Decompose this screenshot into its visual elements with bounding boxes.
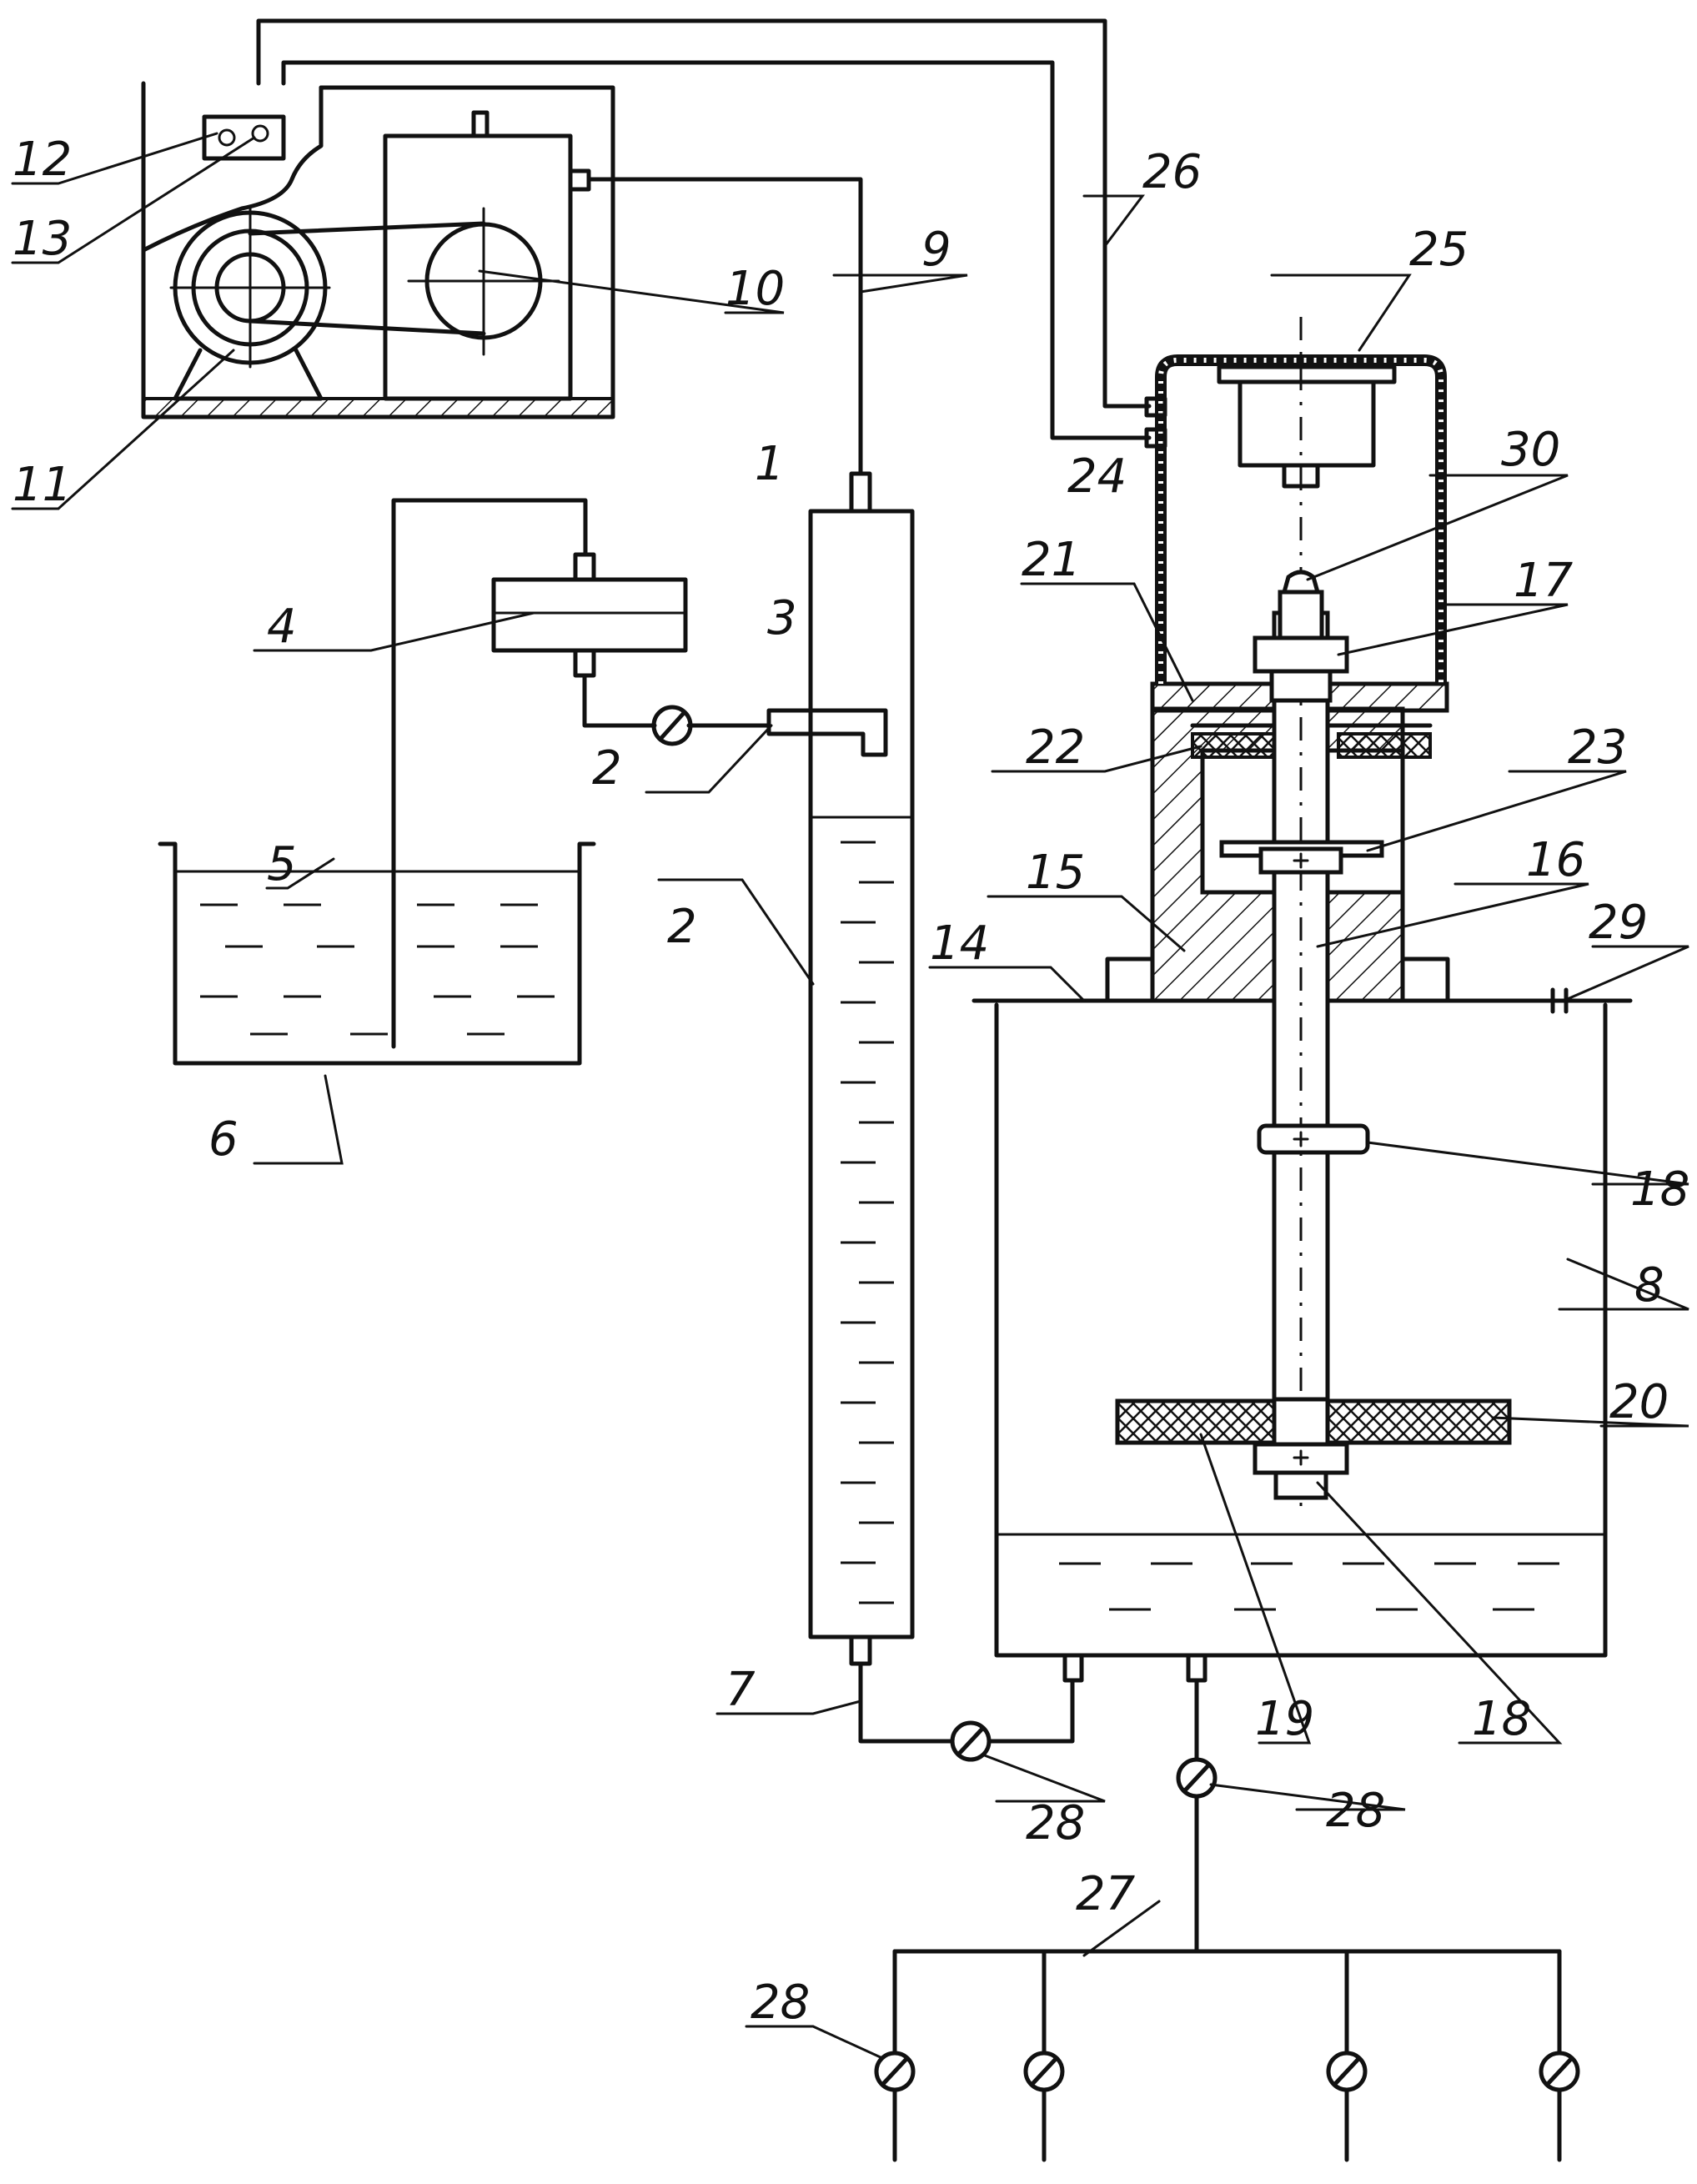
label-19: 19 <box>1255 1692 1314 1746</box>
label-22: 22 <box>1026 720 1085 775</box>
label-9: 9 <box>921 223 951 277</box>
label-5: 5 <box>267 837 297 891</box>
label-28-drain: 28 <box>1026 1796 1085 1850</box>
manifold-branches <box>895 1951 1559 2160</box>
label-18-upper: 18 <box>1630 1162 1689 1217</box>
inlet-nozzle <box>769 710 886 755</box>
shaft-nut <box>1255 572 1347 700</box>
label-17: 17 <box>1514 554 1574 608</box>
label-13: 13 <box>13 212 72 266</box>
label-2-column: 2 <box>667 900 697 954</box>
collar <box>1255 1444 1347 1498</box>
vacuum-line <box>589 179 861 474</box>
label-28-riser: 28 <box>1326 1784 1385 1838</box>
vacuum-pump <box>385 113 589 399</box>
drive-unit <box>1219 367 1394 486</box>
label-14: 14 <box>930 916 989 971</box>
label-23: 23 <box>1568 720 1627 775</box>
filter-outlet-pipe <box>585 675 655 725</box>
label-11: 11 <box>13 458 72 512</box>
valve-icon <box>654 707 690 744</box>
collar <box>1259 1126 1368 1152</box>
label-21: 21 <box>1022 533 1081 587</box>
column <box>811 474 912 1664</box>
label-30: 30 <box>1501 423 1560 477</box>
valve-icon <box>1026 2053 1062 2090</box>
supply-pipe <box>394 500 585 1047</box>
label-20: 20 <box>1609 1375 1669 1429</box>
label-6: 6 <box>208 1112 238 1167</box>
electric-motor <box>171 208 329 399</box>
shaft <box>1274 317 1328 1518</box>
drain-line <box>861 1664 952 1741</box>
label-1: 1 <box>755 437 785 491</box>
label-16: 16 <box>1526 833 1585 887</box>
label-4: 4 <box>267 600 297 654</box>
drain-line-return <box>989 1680 1072 1741</box>
label-2-valve: 2 <box>592 741 622 796</box>
liquid-reservoir <box>160 844 594 1063</box>
label-28-branch: 28 <box>751 1976 810 2030</box>
valve-icon <box>1178 1760 1215 1796</box>
belt-drive <box>250 223 484 334</box>
valve-icon <box>1328 2053 1365 2090</box>
label-10: 10 <box>725 262 785 316</box>
label-29: 29 <box>1589 896 1648 950</box>
label-12: 12 <box>13 133 72 187</box>
manifold <box>895 1796 1559 1951</box>
label-8: 8 <box>1634 1258 1664 1313</box>
label-26: 26 <box>1142 145 1202 199</box>
label-18-lower: 18 <box>1472 1692 1531 1746</box>
label-24: 24 <box>1067 449 1127 504</box>
label-7: 7 <box>725 1663 756 1717</box>
electric-switch <box>204 117 284 158</box>
label-27: 27 <box>1076 1867 1136 1921</box>
valve-icon <box>1541 2053 1578 2090</box>
label-3: 3 <box>767 591 797 645</box>
label-25: 25 <box>1409 223 1469 277</box>
stirrer-blade <box>1117 1399 1509 1444</box>
label-15: 15 <box>1026 846 1085 900</box>
